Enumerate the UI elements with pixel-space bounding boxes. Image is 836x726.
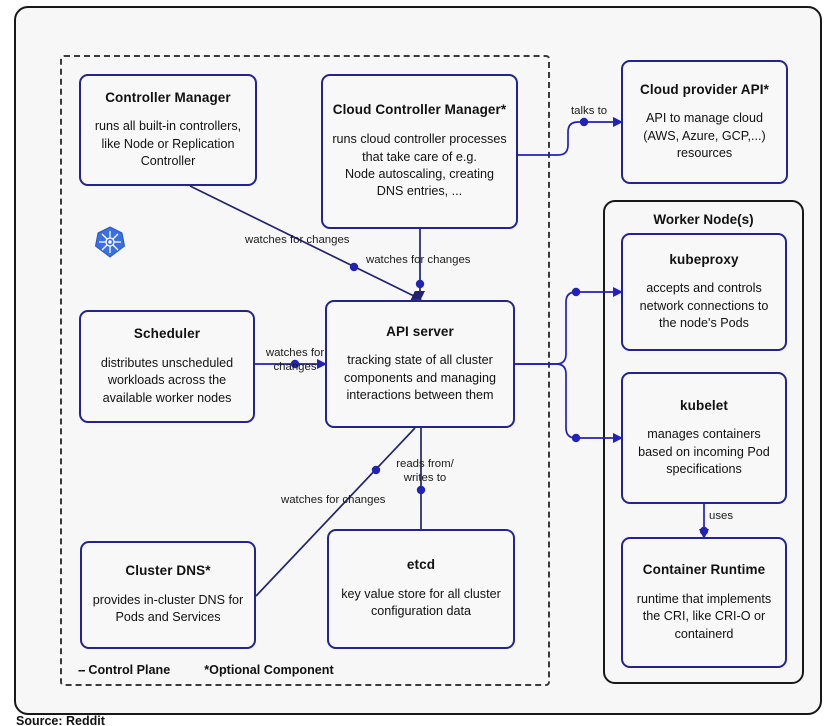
node-body: distributes unscheduled workloads across… (100, 355, 234, 405)
node-title: etcd (406, 557, 436, 573)
node-kubeproxy[interactable]: kubeproxy accepts and controls network c… (621, 233, 787, 351)
node-title: Cloud provider API* (640, 81, 769, 97)
node-body: runs all built-in controllers, like Node… (94, 119, 242, 169)
node-etcd[interactable]: etcd key value store for all cluster con… (327, 529, 515, 649)
kubernetes-logo-icon (94, 226, 126, 258)
node-title: kubeproxy (669, 251, 739, 267)
legend-optional-label: Optional Component (209, 663, 334, 677)
edge-label-ccm-to-cloud: talks to (571, 105, 608, 117)
node-title: Controller Manager (105, 89, 231, 105)
edge-label-scheduler-to-api: watches for changes (265, 347, 325, 373)
edge-label-ccm-to-api: watches for changes (366, 254, 471, 266)
node-body: manages containers based on incoming Pod… (638, 427, 770, 477)
node-scheduler[interactable]: Scheduler distributes unscheduled worklo… (79, 310, 255, 423)
node-title: Scheduler (133, 326, 201, 341)
edge-label-kubelet-to-runtime: uses (709, 510, 734, 522)
node-body: accepts and controls network connections… (639, 281, 769, 331)
node-title: Cluster DNS* (125, 563, 211, 579)
edge-label-dns-to-api: watches for changes (281, 494, 386, 506)
node-body: API to manage cloud (AWS, Azure, GCP,...… (643, 111, 766, 161)
node-body: tracking state of all cluster components… (344, 353, 496, 403)
worker-node-region-title: Worker Node(s) (653, 212, 754, 227)
legend-optional: *Optional Component (204, 663, 333, 677)
node-title: kubelet (680, 397, 728, 413)
edge-label-cm-to-api: watches for changes (245, 234, 350, 246)
node-title: Container Runtime (642, 562, 766, 577)
edge-label-api-to-etcd: reads from/ writes to (396, 458, 454, 484)
source-caption: Source: Reddit (16, 714, 105, 726)
legend-control-plane-label: Control Plane (88, 663, 171, 677)
node-title: Cloud Controller Manager* (332, 102, 507, 118)
node-body: provides in-cluster DNS for Pods and Ser… (92, 593, 244, 625)
node-cluster-dns[interactable]: Cluster DNS* provides in-cluster DNS for… (80, 541, 256, 649)
node-container-runtime[interactable]: Container Runtime runtime that implement… (621, 537, 787, 668)
legend-control-plane: --Control Plane (78, 663, 170, 677)
node-body: runs cloud controller processes that tak… (332, 132, 507, 199)
node-body: runtime that implements the CRI, like CR… (636, 591, 772, 641)
legend: --Control Plane *Optional Component (78, 663, 334, 677)
legend-dash-marker: -- (78, 663, 85, 677)
node-cloud-controller-manager[interactable]: Cloud Controller Manager* runs cloud con… (321, 74, 518, 229)
node-api-server[interactable]: API server tracking state of all cluster… (325, 300, 515, 428)
legend-asterisk-marker: * (204, 663, 210, 677)
node-title: API server (386, 323, 454, 339)
node-kubelet[interactable]: kubelet manages containers based on inco… (621, 372, 787, 504)
node-controller-manager[interactable]: Controller Manager runs all built-in con… (79, 74, 257, 186)
node-cloud-provider-api[interactable]: Cloud provider API* API to manage cloud … (621, 60, 788, 184)
node-body: key value store for all cluster configur… (341, 587, 501, 619)
